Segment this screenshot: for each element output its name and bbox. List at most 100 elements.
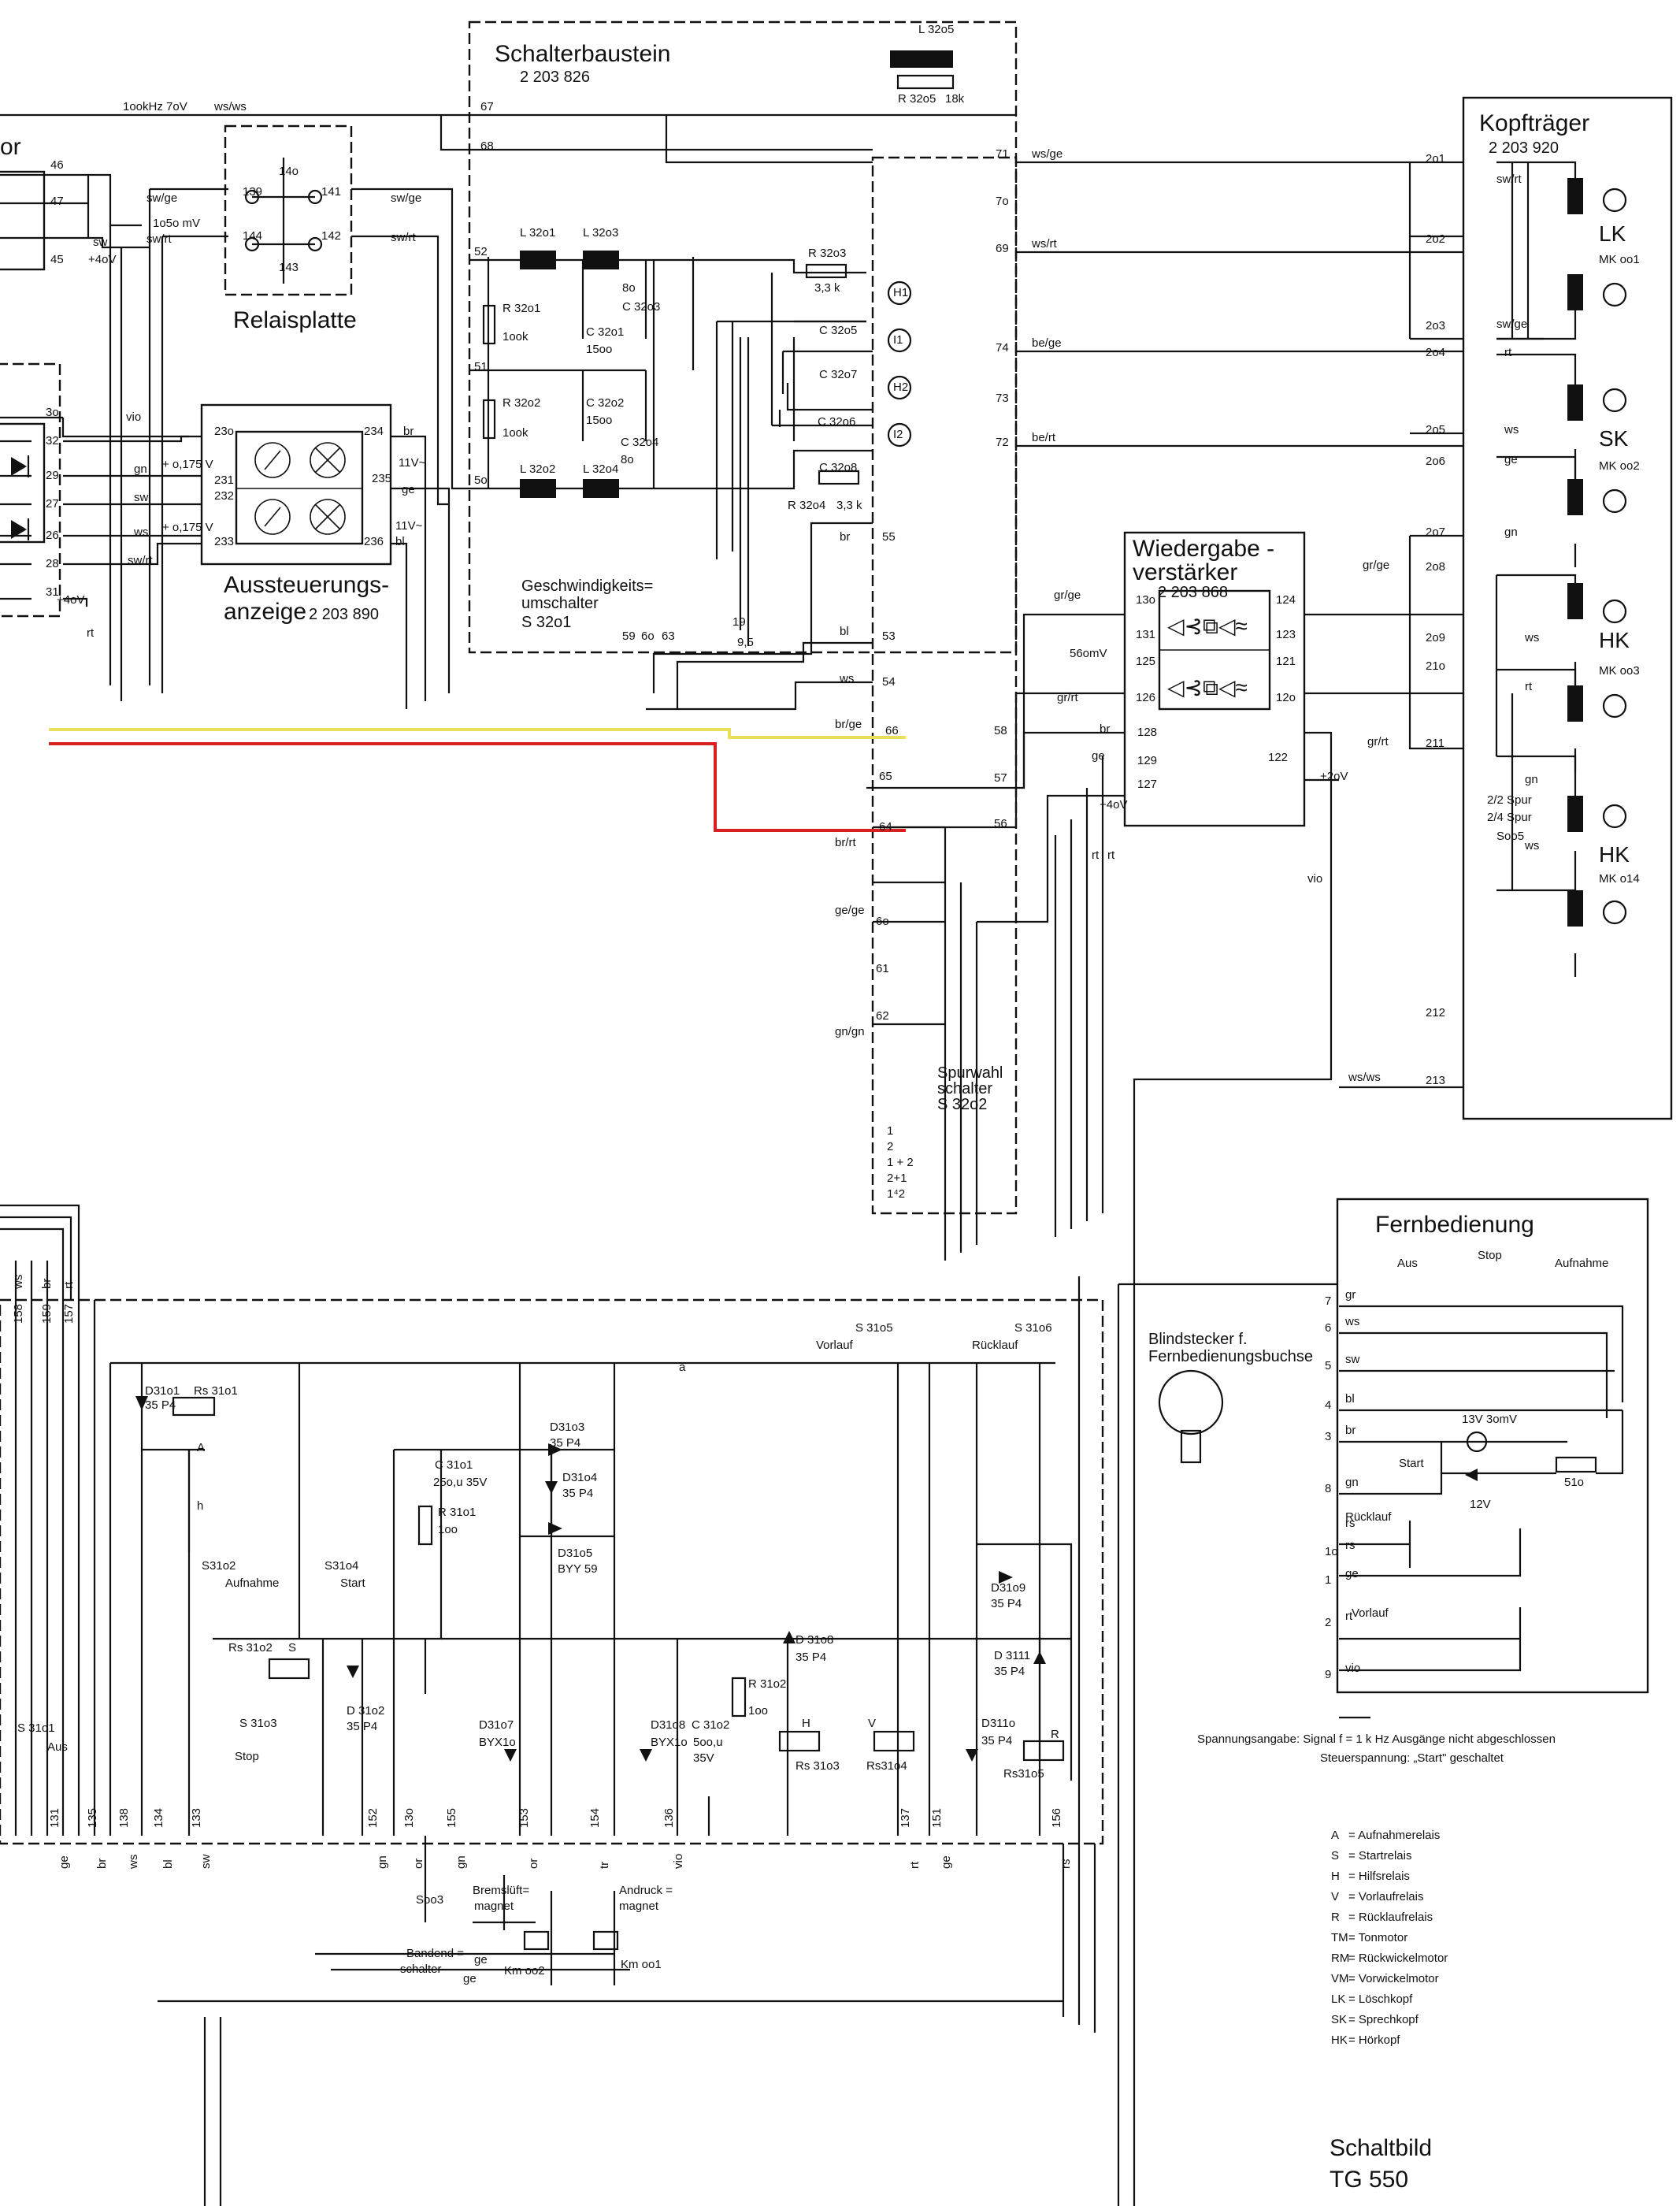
spur-legend-item: 1⁴2: [887, 1187, 905, 1201]
svg-text:R: R: [1051, 1728, 1059, 1741]
svg-text:Rs31o4: Rs31o4: [866, 1759, 907, 1773]
svg-text:ws: ws: [133, 526, 148, 539]
legend-value: = Aufnahmerelais: [1348, 1829, 1440, 1842]
schaltbild-1: Schaltbild: [1330, 2135, 1432, 2161]
svg-text:64: 64: [879, 820, 892, 834]
svg-text:S: S: [288, 1641, 296, 1654]
legend-key: S: [1331, 1849, 1339, 1862]
svg-text:R 32o4: R 32o4: [788, 499, 825, 512]
relay-coils: [172, 1396, 1065, 1951]
svg-text:magnet: magnet: [619, 1900, 659, 1913]
svg-text:236: 236: [364, 535, 384, 548]
svg-text:sw/ge: sw/ge: [146, 191, 177, 205]
svg-text:C 32o3: C 32o3: [622, 300, 660, 314]
fern-wiring: [1339, 1305, 1624, 1719]
svg-text:28: 28: [46, 557, 59, 570]
rectifier-block: [0, 422, 46, 544]
svg-text:57: 57: [994, 771, 1007, 785]
fern-wire-color: vio: [1345, 1662, 1360, 1675]
svg-text:Rs 31o3: Rs 31o3: [795, 1759, 840, 1773]
svg-text:213: 213: [1426, 1074, 1445, 1087]
svg-text:35 P4: 35 P4: [347, 1720, 377, 1733]
svg-text:br/rt: br/rt: [835, 836, 857, 849]
svg-text:56omV: 56omV: [1070, 647, 1107, 660]
svg-text:55: 55: [882, 530, 896, 544]
svg-text:+4oV: +4oV: [57, 593, 84, 607]
fern-labels: Aus Stop Aufnahme Start Rücklauf Vorlauf…: [1345, 1249, 1608, 1620]
svg-text:8o: 8o: [621, 453, 634, 466]
legend-value: = Hilfsrelais: [1348, 1870, 1410, 1883]
fern-pin-number: 5: [1325, 1359, 1331, 1372]
bottom-pin-color: tr: [598, 1862, 611, 1869]
svg-text:D31o4: D31o4: [562, 1471, 597, 1484]
svg-text:65: 65: [879, 770, 892, 783]
svg-text:25o,u 35V: 25o,u 35V: [433, 1476, 487, 1489]
svg-text:35 P4: 35 P4: [994, 1665, 1025, 1678]
svg-text:123: 123: [1276, 628, 1296, 641]
svg-text:D31o8: D31o8: [651, 1718, 685, 1732]
svg-text:66: 66: [885, 724, 899, 737]
legend-key: R: [1331, 1911, 1340, 1924]
label-geschw-1: Geschwindigkeits=: [521, 577, 653, 595]
title-aussteuerung-1: Aussteuerungs-: [224, 572, 389, 598]
svg-text:ge/ge: ge/ge: [835, 904, 865, 917]
bottom-pin-color: bl: [161, 1859, 175, 1869]
title-wiedergabe-2: verstärker: [1133, 559, 1237, 585]
svg-text:35 P4: 35 P4: [795, 1651, 826, 1664]
svg-text:62: 62: [876, 1009, 889, 1023]
svg-text:br: br: [840, 530, 850, 544]
svg-text:11V~: 11V~: [395, 519, 423, 533]
fern-pin-number: 6: [1325, 1321, 1331, 1335]
svg-text:rt: rt: [87, 626, 95, 640]
svg-text:Km oo1: Km oo1: [621, 1958, 662, 1971]
svg-text:13o: 13o: [1136, 593, 1155, 607]
spur-legend-item: 2: [887, 1140, 893, 1153]
wiedergabe-box: [1123, 531, 1306, 827]
head-hk2: HK: [1599, 842, 1630, 867]
svg-text:Soo5: Soo5: [1496, 830, 1524, 843]
legend-value: = Rücklaufrelais: [1348, 1911, 1433, 1924]
svg-text:35 P4: 35 P4: [991, 1597, 1022, 1610]
svg-text:BYX1o: BYX1o: [651, 1736, 688, 1749]
head-sk: SK: [1599, 426, 1629, 451]
bottom-pin-number: 138: [117, 1808, 131, 1828]
svg-text:27: 27: [46, 497, 59, 511]
fern-pin-number: 1: [1325, 1573, 1331, 1587]
svg-text:S 31o3: S 31o3: [239, 1717, 277, 1730]
svg-text:1oo: 1oo: [748, 1704, 768, 1718]
svg-text:bl: bl: [395, 535, 405, 548]
svg-text:29: 29: [46, 469, 59, 482]
svg-text:ge: ge: [402, 483, 415, 496]
legend-key: VM: [1331, 1972, 1349, 1985]
svg-text:+2oV: +2oV: [1320, 770, 1348, 783]
svg-text:1oo: 1oo: [438, 1523, 458, 1536]
svg-text:Aufnahme: Aufnahme: [1555, 1257, 1608, 1270]
legend-key: RM: [1331, 1952, 1349, 1965]
svg-text:63: 63: [662, 629, 675, 643]
nr-schalterbaustein: 2 203 826: [520, 69, 590, 86]
relay-contacts: [244, 158, 323, 284]
legend-key: TM: [1331, 1931, 1348, 1944]
svg-text:74: 74: [996, 341, 1009, 355]
svg-text:142: 142: [321, 229, 341, 243]
svg-text:231: 231: [214, 474, 234, 487]
legend-key: V: [1331, 1890, 1339, 1903]
rectifier-diode-icons: [11, 455, 30, 540]
svg-text:br: br: [1100, 722, 1110, 736]
label-spurwahl-2: schalter: [937, 1080, 992, 1097]
svg-text:124: 124: [1276, 593, 1296, 607]
svg-text:ws: ws: [1524, 839, 1539, 852]
svg-text:Aus: Aus: [47, 1740, 68, 1754]
fern-pin-number: 2: [1325, 1616, 1331, 1629]
legend-key: HK: [1331, 2033, 1348, 2047]
legend-value: = Löschkopf: [1348, 1992, 1413, 2006]
spur-legend-item: 1 + 2: [887, 1156, 914, 1169]
svg-text:◁⊰⧉◁≈: ◁⊰⧉◁≈: [1167, 675, 1248, 700]
svg-text:11V~: 11V~: [399, 456, 426, 470]
wire-labels: 1ookHz 7oV ws/ws sw/ge 1o5o mV sw/rt sw/…: [57, 100, 1539, 1084]
top-pin-color: rt: [62, 1281, 76, 1289]
bottom-pin-color: ge: [57, 1855, 71, 1869]
spur-legend-item: 1: [887, 1124, 893, 1138]
